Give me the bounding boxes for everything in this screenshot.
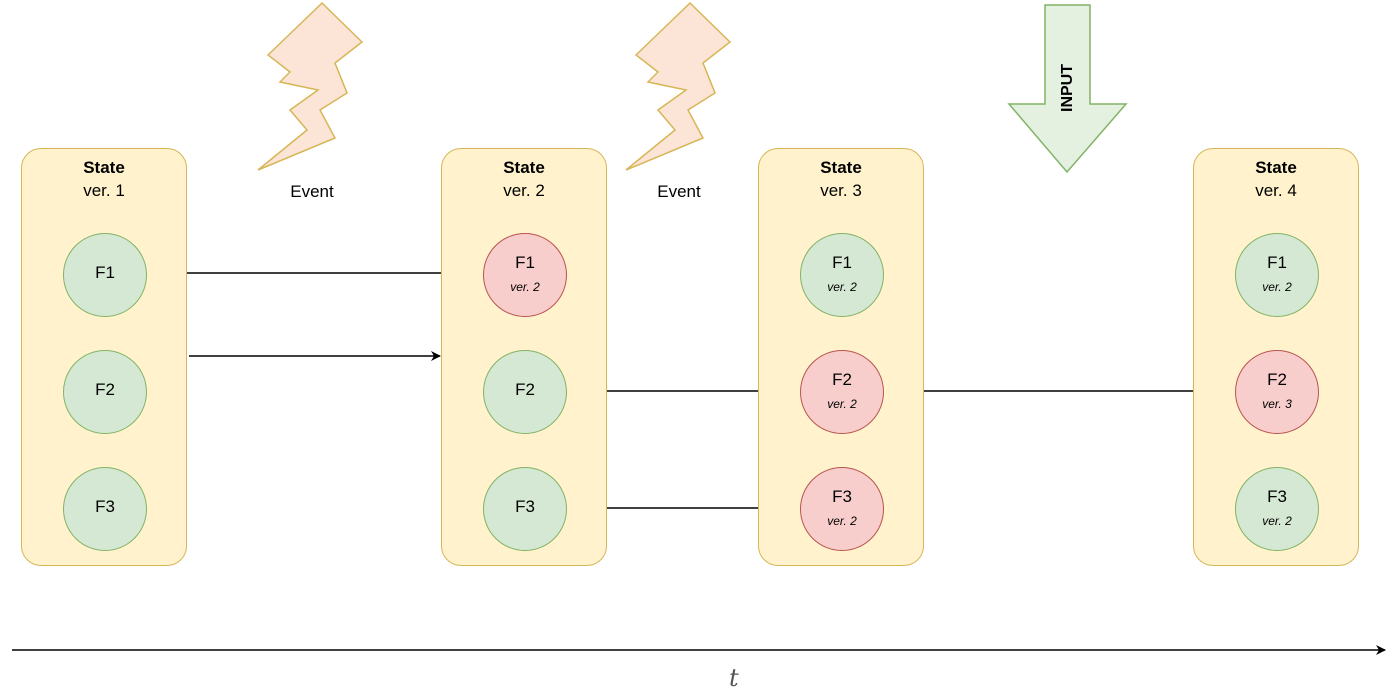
field-f1: F1 ver. 2	[1235, 233, 1319, 317]
field-f2: F2 ver. 2	[800, 350, 884, 434]
field-label: F2	[832, 370, 852, 389]
field-version: ver. 2	[827, 514, 857, 528]
input-arrow-icon	[1007, 4, 1128, 174]
field-f3: F3 ver. 2	[800, 467, 884, 551]
field-f1: F1	[63, 233, 147, 317]
field-label: F1	[1267, 253, 1287, 272]
state-title: State	[503, 158, 545, 177]
state-title: State	[820, 158, 862, 177]
field-f3: F3 ver. 2	[1235, 467, 1319, 551]
lightning-icon	[625, 1, 732, 171]
field-version: ver. 2	[827, 280, 857, 294]
field-version: ver. 2	[1262, 514, 1292, 528]
field-f3: F3	[483, 467, 567, 551]
event-label: Event	[657, 182, 701, 201]
field-label: F2	[1267, 370, 1287, 389]
transition-arrows	[147, 268, 1235, 513]
state-version: ver. 1	[83, 181, 125, 200]
field-f1: F1 ver. 2	[800, 233, 884, 317]
lightning-icon	[257, 1, 364, 171]
state-box-ver-1: State ver. 1 F1 F2 F3	[21, 148, 187, 566]
state-title: State	[1255, 158, 1297, 177]
field-version: ver. 2	[1262, 280, 1292, 294]
field-version: ver. 2	[827, 397, 857, 411]
state-box-ver-4: State ver. 4 F1 ver. 2 F2 ver. 3 F3 ver.…	[1193, 148, 1359, 566]
state-version: ver. 2	[503, 181, 545, 200]
field-f2: F2	[63, 350, 147, 434]
state-box-ver-2: State ver. 2 F1 ver. 2 F2 F3	[441, 148, 607, 566]
input-label: INPUT	[1059, 64, 1076, 112]
field-label: F3	[832, 487, 852, 506]
field-f3: F3	[63, 467, 147, 551]
field-label: F1	[515, 253, 535, 272]
time-axis-label: t	[729, 664, 739, 692]
field-label: F3	[515, 497, 535, 516]
field-label: F2	[515, 380, 535, 399]
field-label: F1	[832, 253, 852, 272]
state-title: State	[83, 158, 125, 177]
field-f2: F2 ver. 3	[1235, 350, 1319, 434]
field-f1: F1 ver. 2	[483, 233, 567, 317]
state-box-ver-3: State ver. 3 F1 ver. 2 F2 ver. 2 F3 ver.…	[758, 148, 924, 566]
field-version: ver. 2	[510, 280, 540, 294]
field-label: F2	[95, 380, 115, 399]
state-version: ver. 3	[820, 181, 862, 200]
field-f2: F2	[483, 350, 567, 434]
field-version: ver. 3	[1262, 397, 1292, 411]
event-label: Event	[290, 182, 334, 201]
field-label: F1	[95, 263, 115, 282]
field-label: F3	[95, 497, 115, 516]
field-label: F3	[1267, 487, 1287, 506]
state-version: ver. 4	[1255, 181, 1297, 200]
